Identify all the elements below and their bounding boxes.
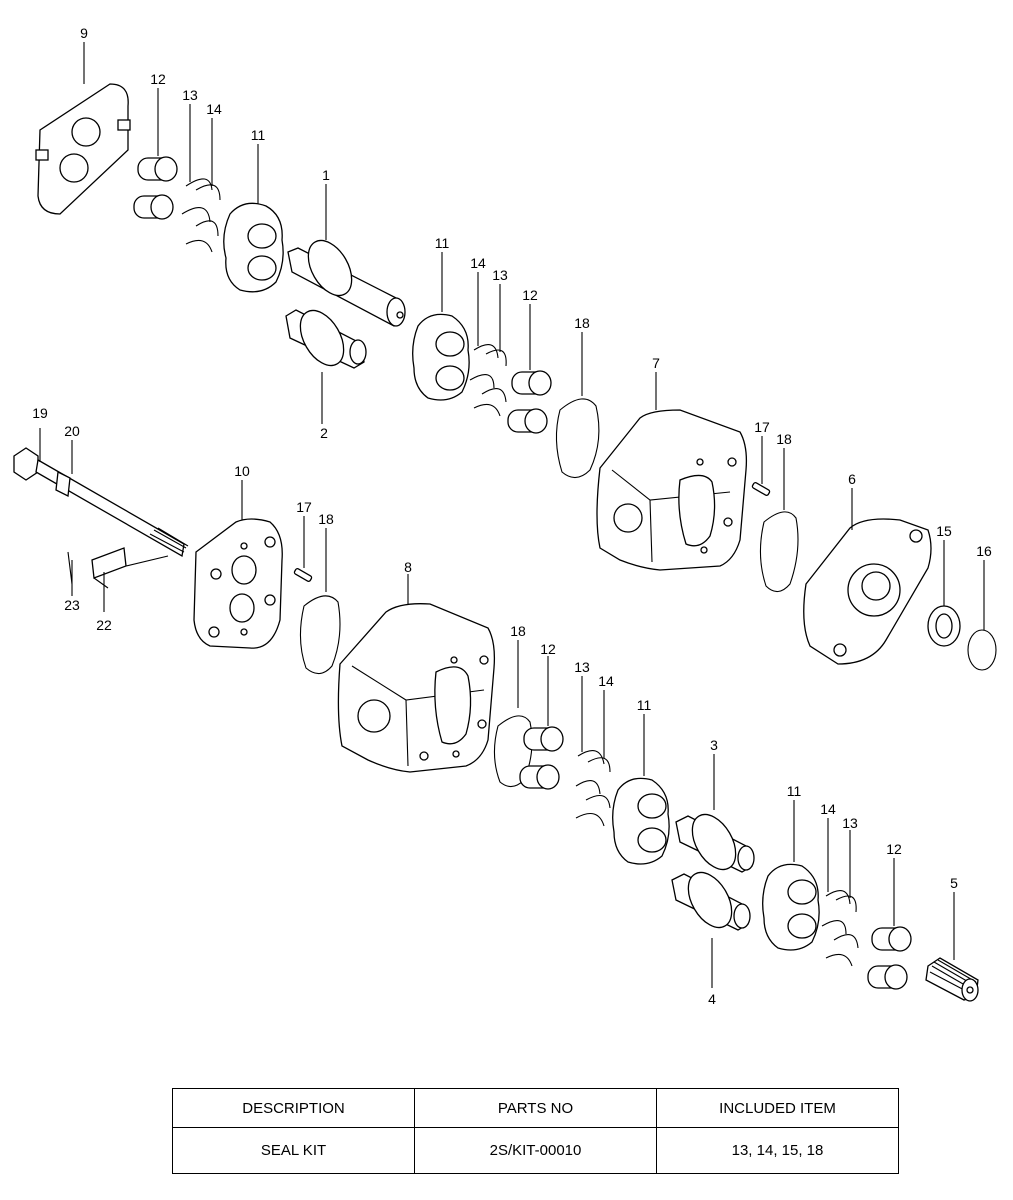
callout: 11 [251, 127, 266, 143]
part-rings-middle [469, 344, 507, 417]
part-o-ring-upper [555, 398, 600, 479]
part-bearing-block-lower-left [612, 777, 670, 865]
part-bearing-block-upper-right [412, 313, 470, 401]
part-front-cover [803, 518, 932, 665]
cell-included-item: 13, 14, 15, 18 [656, 1127, 899, 1174]
callout: 12 [540, 641, 556, 657]
part-bushing-lower [519, 726, 564, 790]
part-o-ring-lower-left [299, 595, 341, 675]
part-rear-cover [193, 518, 283, 649]
part-housing-upper [596, 409, 748, 571]
part-bushing-lower-right [867, 926, 912, 990]
table-header-row: DESCRIPTION PARTS NO INCLUDED ITEM [172, 1088, 899, 1128]
part-drive-gear-shaft [287, 239, 406, 327]
callout: 4 [708, 991, 716, 1007]
callout: 13 [492, 267, 508, 283]
part-bearing-block-lower-right [762, 863, 820, 951]
column-header-parts-no: PARTS NO [414, 1088, 657, 1128]
part-through-bolt [13, 447, 189, 558]
part-bearing-block-upper-left [223, 202, 284, 293]
part-end-plate [35, 83, 131, 215]
callout: 3 [710, 737, 718, 753]
callout: 18 [510, 623, 526, 639]
callout: 12 [522, 287, 538, 303]
table-row: SEAL KIT 2S/KIT-00010 13, 14, 15, 18 [172, 1127, 899, 1174]
callout: 12 [886, 841, 902, 857]
callout: 11 [435, 235, 450, 251]
part-name-plate [67, 547, 169, 589]
callout: 10 [234, 463, 250, 479]
callout: 14 [598, 673, 614, 689]
part-driven-gear [285, 309, 367, 369]
callout: 11 [637, 697, 652, 713]
callout: 5 [950, 875, 958, 891]
callout: 15 [936, 523, 952, 539]
callout: 23 [64, 597, 80, 613]
callout: 18 [574, 315, 590, 331]
callout: 14 [206, 101, 222, 117]
callout: 13 [842, 815, 858, 831]
callout: 17 [754, 419, 770, 435]
callout: 11 [787, 783, 802, 799]
callout: 19 [32, 405, 48, 421]
callout: 16 [976, 543, 992, 559]
callout: 12 [150, 71, 166, 87]
callout: 1 [322, 167, 330, 183]
callout: 14 [820, 801, 836, 817]
callout: 7 [652, 355, 660, 371]
callout: 2 [320, 425, 328, 441]
part-bushing-middle [507, 370, 552, 434]
part-o-ring-right [759, 511, 799, 593]
part-dowel-pin-lower [293, 567, 313, 583]
part-rings-upper-left [181, 178, 221, 253]
part-coupling [925, 957, 979, 1002]
part-housing-lower [337, 603, 496, 773]
part-oil-seal [927, 605, 961, 647]
column-header-included-item: INCLUDED ITEM [656, 1088, 899, 1128]
callout: 6 [848, 471, 856, 487]
part-snap-ring [967, 629, 997, 671]
part-rings-lower-right [821, 890, 859, 967]
callout: 22 [96, 617, 112, 633]
callout: 17 [296, 499, 312, 515]
callout: 13 [182, 87, 198, 103]
part-rings-lower [575, 750, 611, 827]
callout: 14 [470, 255, 486, 271]
cell-description: SEAL KIT [172, 1127, 415, 1174]
callout: 20 [64, 423, 80, 439]
cell-parts-no: 2S/KIT-00010 [414, 1127, 657, 1174]
column-header-description: DESCRIPTION [172, 1088, 415, 1128]
part-gear-lower-lower [671, 871, 751, 931]
part-bushing-upper-left [133, 156, 178, 220]
callout: 9 [80, 25, 88, 41]
exploded-parts-diagram: 9 12 13 14 11 1 2 11 14 13 12 18 7 17 18… [13, 25, 997, 1007]
callout: 8 [404, 559, 412, 575]
seal-kit-table: DESCRIPTION PARTS NO INCLUDED ITEM SEAL … [172, 1088, 899, 1174]
part-dowel-pin-upper [751, 481, 771, 497]
callout: 18 [318, 511, 334, 527]
callout: 18 [776, 431, 792, 447]
part-gear-lower-upper [675, 813, 755, 873]
callout: 13 [574, 659, 590, 675]
